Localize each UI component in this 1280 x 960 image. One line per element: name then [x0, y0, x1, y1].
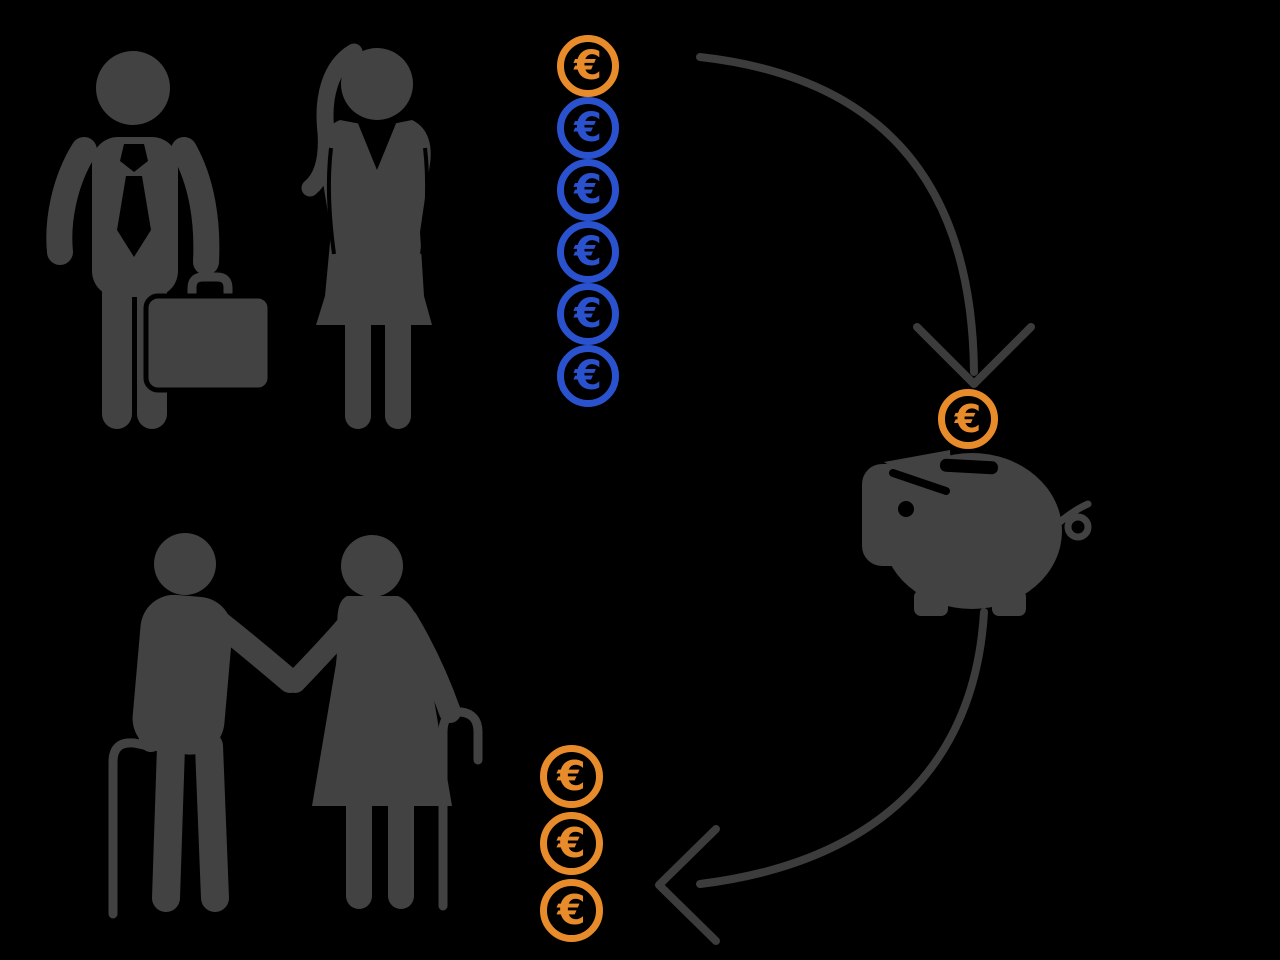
- walking-cane-icon: [108, 738, 158, 919]
- euro-symbol: €: [574, 167, 602, 213]
- curved-arrow-into-piggy-icon: [696, 53, 1035, 388]
- coin-slot: [939, 458, 998, 475]
- euro-coin-orange: €: [540, 879, 603, 942]
- euro-symbol: €: [954, 397, 982, 441]
- euro-coin-blue: €: [557, 221, 619, 283]
- euro-coin-blue: €: [557, 345, 619, 407]
- euro-coin-orange: €: [540, 745, 603, 808]
- curved-arrow-out-of-piggy-icon: [655, 608, 988, 945]
- walking-cane-icon: [438, 707, 483, 911]
- euro-symbol: €: [574, 105, 602, 151]
- pig-ear: [884, 450, 952, 480]
- contribution-coin-stack: € € € € € €: [557, 35, 619, 407]
- elderly-woman-figure: [284, 535, 483, 911]
- payout-coin-stack: € € €: [540, 745, 603, 942]
- euro-coin-blue: €: [557, 283, 619, 345]
- euro-symbol: €: [557, 819, 586, 867]
- piggy-bank-icon: [862, 450, 1092, 616]
- euro-symbol: €: [574, 291, 602, 337]
- euro-coin-blue: €: [557, 97, 619, 159]
- businessman-figure: [46, 51, 273, 429]
- euro-coin-blue: €: [557, 159, 619, 221]
- euro-symbol: €: [557, 886, 586, 934]
- briefcase-icon: [143, 272, 273, 393]
- businesswoman-figure: [301, 43, 432, 429]
- necktie-cutout: [117, 144, 151, 257]
- euro-coin-orange: €: [557, 35, 619, 97]
- blouse-vneck-cutout: [357, 121, 397, 170]
- euro-coin-orange: €: [540, 812, 603, 875]
- euro-symbol: €: [557, 752, 586, 800]
- pig-tail-loop: [1064, 513, 1092, 541]
- pig-snout: [862, 464, 926, 566]
- pig-eye: [898, 501, 914, 517]
- euro-symbol: €: [574, 229, 602, 275]
- deposit-coin: €: [938, 389, 998, 449]
- euro-coin-orange: €: [938, 389, 998, 449]
- euro-symbol: €: [574, 43, 602, 89]
- elderly-man-figure: [108, 533, 302, 919]
- euro-symbol: €: [574, 353, 602, 399]
